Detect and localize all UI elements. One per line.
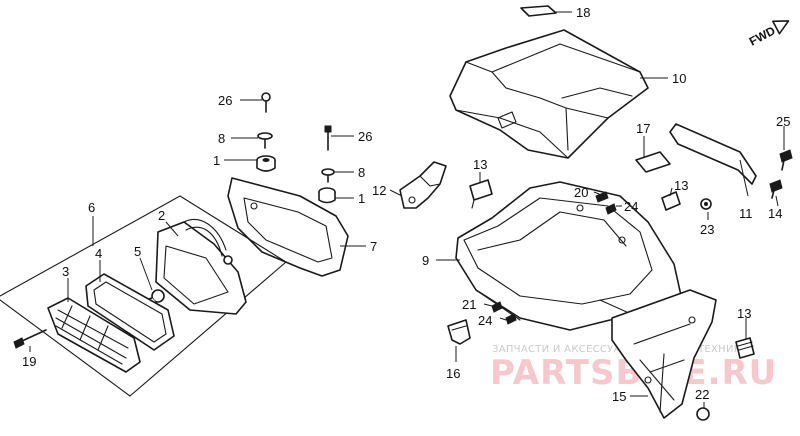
callout-5: 5 — [134, 244, 141, 259]
callout-1a: 1 — [213, 153, 220, 168]
part-24b-screw — [505, 313, 517, 325]
callout-6: 6 — [88, 200, 95, 215]
callout-20: 20 — [574, 185, 588, 200]
part-22-nut — [696, 407, 710, 421]
part-3-lens — [47, 297, 141, 373]
callout-12: 12 — [372, 183, 386, 198]
forward-label: FWD — [747, 23, 778, 48]
part-25-bolt — [779, 149, 793, 171]
part-13a-clip — [469, 179, 493, 209]
callout-15: 15 — [612, 389, 626, 404]
callout-9: 9 — [422, 253, 429, 268]
callout-23: 23 — [700, 222, 714, 237]
callout-1b: 1 — [358, 191, 365, 206]
part-23-nut — [700, 198, 712, 210]
callout-19: 19 — [22, 354, 36, 369]
callout-21: 21 — [462, 297, 476, 312]
callout-13a: 13 — [473, 157, 487, 172]
callout-10: 10 — [672, 71, 686, 86]
part-14-bolt — [769, 179, 783, 199]
part-10-trunk-lid — [449, 29, 649, 159]
forward-arrow-icon: FWD — [747, 20, 790, 49]
callout-8a: 8 — [218, 131, 225, 146]
callout-24a: 24 — [624, 199, 638, 214]
callout-26a: 26 — [218, 93, 232, 108]
part-11-handle-bar — [669, 123, 757, 185]
callout-18: 18 — [576, 5, 590, 20]
callout-3: 3 — [62, 264, 69, 279]
part-26a-screw — [261, 92, 271, 113]
part-8a-washer-screw — [257, 132, 273, 149]
part-4-gasket — [85, 273, 175, 351]
callout-22: 22 — [695, 387, 709, 402]
callout-16: 16 — [446, 366, 460, 381]
part-12-latch — [399, 161, 447, 209]
part-2-light-unit — [155, 218, 247, 315]
part-1b-grommet — [318, 187, 336, 204]
part-7-housing-bracket — [227, 177, 349, 277]
callout-13b: 13 — [674, 178, 688, 193]
part-15-stay — [611, 289, 717, 419]
part-1a-grommet — [256, 155, 276, 172]
part-6-assembly-outline — [0, 195, 287, 397]
callout-8b: 8 — [358, 165, 365, 180]
callout-25: 25 — [776, 114, 790, 129]
part-18-pad — [520, 5, 557, 17]
callout-14: 14 — [768, 206, 782, 221]
part-19-screw — [13, 329, 47, 349]
callout-2: 2 — [158, 208, 165, 223]
callout-11: 11 — [739, 206, 753, 221]
callout-4: 4 — [95, 246, 102, 261]
callout-7: 7 — [370, 239, 377, 254]
part-13c-clip — [735, 337, 755, 359]
part-9-trunk-box — [455, 181, 683, 331]
part-17-pad — [635, 151, 671, 173]
part-8b-washer-screw — [321, 168, 335, 183]
part-13b-clip — [661, 191, 681, 211]
part-20-screw — [595, 191, 609, 203]
part-16-clip — [447, 319, 471, 345]
callout-labels: 18 10 26 8 1 26 8 1 6 2 7 12 13 9 20 24 … — [22, 5, 790, 404]
leader-lines — [29, 11, 785, 408]
callout-26b: 26 — [358, 129, 372, 144]
callout-17: 17 — [636, 121, 650, 136]
part-26b-screw — [324, 125, 332, 151]
part-24a-screw — [605, 203, 617, 215]
callout-24b: 24 — [478, 313, 492, 328]
part-21-screw — [491, 301, 503, 313]
callout-13c: 13 — [737, 306, 751, 321]
